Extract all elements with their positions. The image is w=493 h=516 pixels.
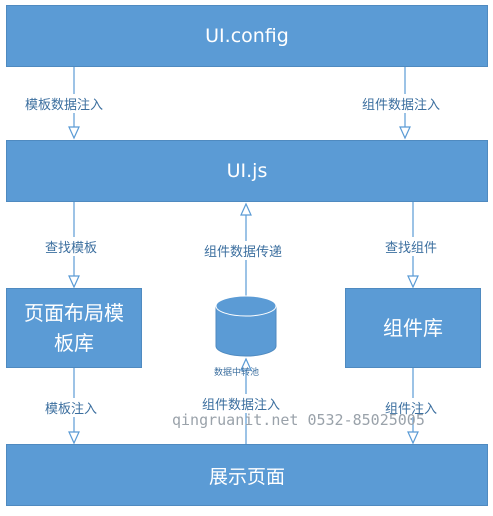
data-pool-label: 数据中转池 xyxy=(214,368,260,378)
edge-label-component-data-pass: 组件数据传递 xyxy=(203,241,284,260)
arrowhead-icon xyxy=(68,431,80,445)
edge-label-component-data-inject: 组件数据注入 xyxy=(361,94,442,113)
arrowhead-icon xyxy=(407,431,419,445)
template-library-label: 页面布局模板库 xyxy=(24,301,124,355)
edge-label-component-inject: 组件注入 xyxy=(384,398,439,417)
arrowhead-icon xyxy=(240,202,252,216)
watermark-text: qingruanit.net 0532-85025005 xyxy=(172,411,425,429)
arrowhead-icon xyxy=(407,275,419,289)
ui-js-label: UI.js xyxy=(226,160,268,182)
arrowhead-icon xyxy=(68,275,80,289)
display-page-label: 展示页面 xyxy=(208,465,285,488)
arrowhead-icon xyxy=(68,126,80,140)
arrowhead-icon xyxy=(240,357,252,371)
edge-label-component-data-inject-2: 组件数据注入 xyxy=(201,394,282,413)
ui-config-label: UI.config xyxy=(205,25,289,47)
arrowhead-icon xyxy=(399,126,411,140)
component-library-label: 组件库 xyxy=(383,316,443,340)
edge-label-template-inject: 模板注入 xyxy=(44,398,99,417)
display-page-box: 展示页面 xyxy=(6,444,488,506)
edge-label-find-component: 查找组件 xyxy=(384,237,439,256)
template-library-box: 页面布局模板库 xyxy=(6,288,142,368)
ui-js-box: UI.js xyxy=(6,140,488,202)
database-cylinder-icon xyxy=(215,295,277,357)
ui-config-box: UI.config xyxy=(6,5,488,67)
edge-label-template-data-inject: 模板数据注入 xyxy=(24,94,105,113)
component-library-box: 组件库 xyxy=(345,288,481,368)
edge-label-find-template: 查找模板 xyxy=(44,237,99,256)
